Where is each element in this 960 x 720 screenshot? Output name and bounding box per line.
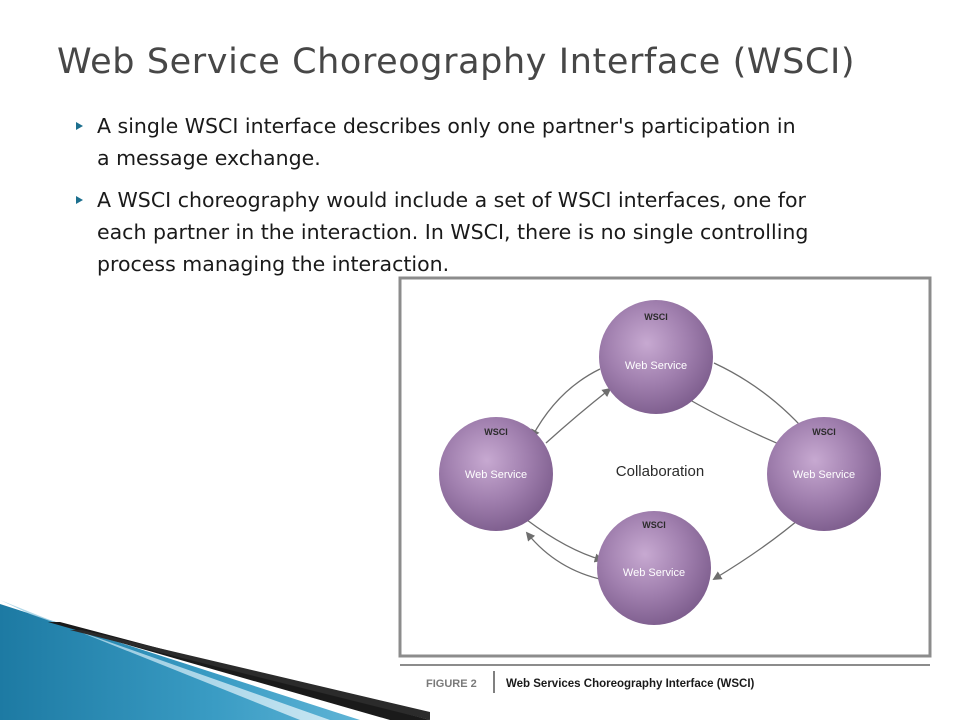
node-right: WSCI Web Service [767,417,881,531]
arrow-top-to-left [531,368,601,439]
stripe-dark-2 [70,630,430,720]
bullet-text: A WSCI choreography would include a set … [97,188,809,276]
bullet-list: A single WSCI interface describes only o… [72,110,812,290]
node-label: Web Service [625,360,687,372]
arrow-bottom-to-left [525,531,605,581]
node-tag: WSCI [644,312,668,322]
slide-title: Web Service Choreography Interface (WSCI… [57,42,856,82]
caption-text: Web Services Choreography Interface (WSC… [506,678,755,690]
node-label: Web Service [465,469,527,481]
triangle-bullet-icon [76,196,83,204]
triangle-bullet-icon [76,122,83,130]
node-tag: WSCI [484,427,508,437]
collaboration-label: Collaboration [616,463,704,480]
node-left: WSCI Web Service [439,417,553,531]
wsci-diagram: WSCI Web Service WSCI Web Service WSCI W… [398,276,932,693]
decorative-stripes [0,600,430,720]
node-tag: WSCI [812,427,836,437]
bullet-text: A single WSCI interface describes only o… [97,114,796,170]
node-label: Web Service [793,469,855,481]
caption-number: FIGURE 2 [426,678,477,690]
wsci-figure: WSCI Web Service WSCI Web Service WSCI W… [392,275,940,695]
bullet-item: A WSCI choreography would include a set … [72,184,812,280]
node-top: WSCI Web Service [599,300,713,414]
node-label: Web Service [623,567,685,579]
node-tag: WSCI [642,520,666,530]
stripe-blue [0,604,360,720]
node-bottom: WSCI Web Service [597,511,711,625]
arrow-left-to-top [545,387,612,444]
bullet-item: A single WSCI interface describes only o… [72,110,812,174]
arrow-left-to-bottom [526,519,604,563]
